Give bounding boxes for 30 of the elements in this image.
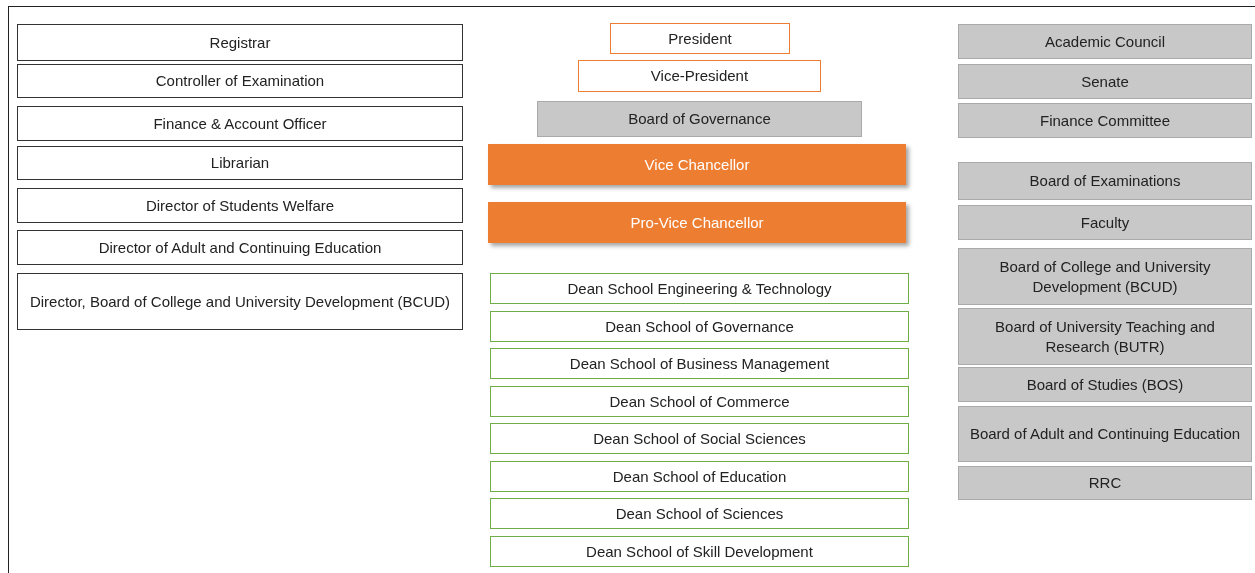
- board-box: Board of Adult and Continuing Education: [958, 406, 1252, 462]
- dean-box: Dean School of Business Management: [490, 348, 909, 379]
- board-box: Board of University Teaching and Research (BUTR): [958, 308, 1252, 365]
- dean-box: Dean School of Sciences: [490, 498, 909, 529]
- board-box: RRC: [958, 466, 1252, 500]
- officer-box: Controller of Examination: [17, 64, 463, 98]
- board-box: Senate: [958, 64, 1252, 99]
- dean-box: Dean School of Social Sciences: [490, 423, 909, 454]
- board-box: Board of College and University Development (BCUD): [958, 248, 1252, 305]
- dean-box: Dean School of Skill Development: [490, 536, 909, 567]
- leader-box: Vice-President: [578, 60, 821, 92]
- board-box: Academic Council: [958, 24, 1252, 59]
- officer-box: Director, Board of College and University Development (BCUD): [17, 273, 463, 330]
- officer-box: Director of Students Welfare: [17, 188, 463, 223]
- officer-box: Librarian: [17, 146, 463, 180]
- officer-box: Registrar: [17, 24, 463, 61]
- officer-box: Finance & Account Officer: [17, 106, 463, 141]
- chancellor-box: Pro-Vice Chancellor: [488, 202, 906, 243]
- leader-box: President: [610, 23, 790, 54]
- chancellor-box: Vice Chancellor: [488, 144, 906, 185]
- dean-box: Dean School of Governance: [490, 311, 909, 342]
- officer-box: Director of Adult and Continuing Education: [17, 230, 463, 265]
- dean-box: Dean School Engineering & Technology: [490, 273, 909, 304]
- board-box: Board of Examinations: [958, 162, 1252, 200]
- board-box: Finance Committee: [958, 103, 1252, 138]
- dean-box: Dean School of Education: [490, 461, 909, 492]
- dean-box: Dean School of Commerce: [490, 386, 909, 417]
- board-box: Board of Studies (BOS): [958, 367, 1252, 402]
- board-box: Board of Governance: [537, 101, 862, 137]
- board-box: Faculty: [958, 205, 1252, 240]
